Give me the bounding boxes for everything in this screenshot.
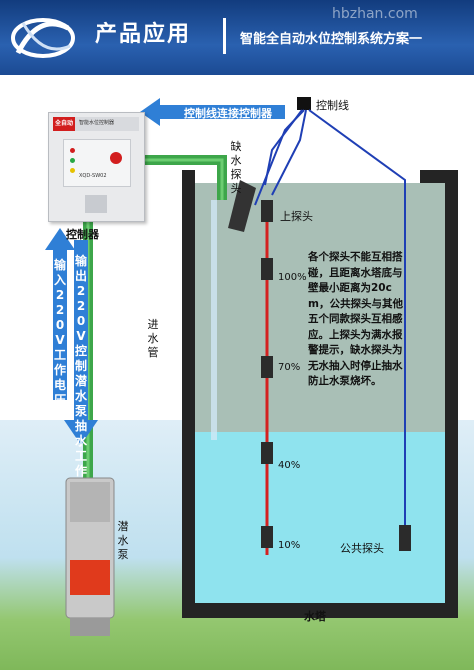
water-body bbox=[195, 432, 445, 603]
level-100: 100% bbox=[278, 272, 307, 283]
company-logo bbox=[8, 8, 78, 66]
watermark: hbzhan.com bbox=[332, 6, 418, 22]
arrow-to-controller bbox=[140, 98, 285, 126]
controller-name: 智能水位控制器 bbox=[79, 120, 115, 126]
level-10: 10% bbox=[278, 540, 301, 551]
arrow-top-label: 控制线连接控制器 bbox=[184, 107, 272, 120]
led-green bbox=[70, 158, 75, 163]
controller-panel bbox=[63, 139, 131, 187]
output-voltage-label: 输出220V控制潜水泵抽水工作 bbox=[74, 254, 87, 478]
header-divider bbox=[223, 18, 226, 54]
tower-floor bbox=[182, 603, 458, 618]
controller-label: 控制器 bbox=[66, 228, 99, 241]
pump-label bbox=[70, 560, 110, 595]
upper-probe-label: 上探头 bbox=[280, 210, 313, 223]
water-tower-label: 水塔 bbox=[304, 610, 326, 623]
pump-label-text: 潜水泵 bbox=[117, 520, 129, 561]
probe-common bbox=[399, 525, 411, 551]
common-probe-label: 公共探头 bbox=[340, 542, 384, 555]
tower-right-wall bbox=[445, 170, 458, 618]
power-knob[interactable] bbox=[110, 152, 122, 164]
installation-note: 各个探头不能互相搭碰，且距离水塔底与壁最小距离为20cm，公共探头与其他五个同款… bbox=[308, 251, 403, 387]
probe-10 bbox=[261, 526, 273, 548]
controller-base bbox=[85, 195, 107, 213]
low-water-probe bbox=[228, 180, 256, 232]
controller-model: XQD-SW02 bbox=[79, 173, 107, 179]
tower-top-right bbox=[420, 170, 458, 183]
wire-to-upper bbox=[271, 109, 307, 196]
probe-upper bbox=[261, 200, 273, 222]
wire-to-common bbox=[308, 109, 406, 530]
arrow-output bbox=[64, 240, 98, 445]
page-subtitle: 智能全自动水位控制系统方案一 bbox=[240, 32, 423, 47]
led-red bbox=[70, 148, 75, 153]
inlet-pipe-label: 进水管 bbox=[147, 318, 159, 359]
tower-left-wall bbox=[182, 170, 195, 618]
probe-40 bbox=[261, 442, 273, 464]
page-title: 产品应用 bbox=[95, 22, 192, 47]
arrow-input bbox=[45, 228, 75, 310]
controller-device: 全自动 智能水位控制器 XQD-SW02 bbox=[48, 112, 145, 222]
level-40: 40% bbox=[278, 460, 301, 471]
low-water-probe-label: 缺水探头 bbox=[230, 140, 242, 195]
header-banner bbox=[0, 0, 474, 75]
controller-brand: 全自动 bbox=[53, 117, 75, 131]
led-yellow bbox=[70, 168, 75, 173]
wire-to-low bbox=[254, 109, 305, 206]
probe-100 bbox=[261, 258, 273, 280]
probe-70 bbox=[261, 356, 273, 378]
input-voltage-label: 输入220V工作电压 bbox=[53, 258, 66, 407]
control-box-icon bbox=[297, 97, 311, 110]
level-70: 70% bbox=[278, 362, 301, 373]
control-wire-label: 控制线 bbox=[316, 99, 349, 112]
